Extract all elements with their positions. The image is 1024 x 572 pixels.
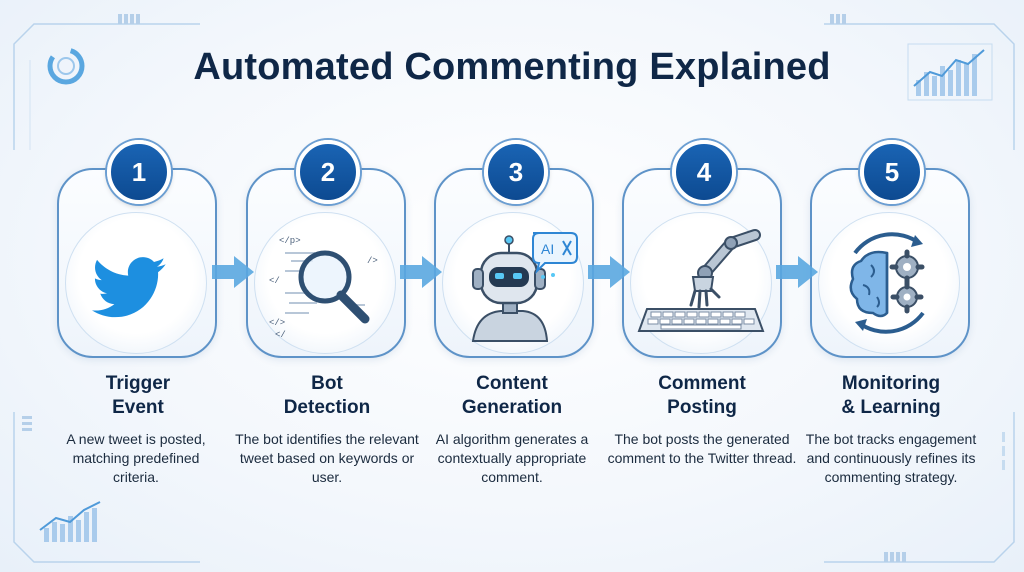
step-description-2: The bot identifies the relevant tweet ba… xyxy=(235,431,419,485)
step-icon-circle-2: </p> </ /> </> </ xyxy=(254,212,396,354)
twitter-bird-icon xyxy=(91,257,166,318)
robot-arm-keyboard-icon xyxy=(637,229,765,332)
robot-ai-icon: AI xyxy=(471,232,578,342)
decor-bottom-right-circuit xyxy=(824,412,1015,563)
step-description-4: The bot posts the generated comment to t… xyxy=(607,431,797,466)
magnifier-code-icon: </p> </ /> </> </ xyxy=(269,236,378,340)
step-icon-circle-3: AI xyxy=(442,212,584,354)
decor-bottom-left-chart xyxy=(13,412,200,563)
decor-top-left-circuit xyxy=(13,14,200,150)
decor-top-right-chart xyxy=(824,14,1015,150)
arrow-right-icon xyxy=(212,256,254,288)
arrow-right-icon xyxy=(776,256,818,288)
code-tag-text: </> xyxy=(269,318,285,328)
step-description-5: The bot tracks engagement and continuous… xyxy=(805,431,977,485)
page-title: Automated Commenting Explained xyxy=(193,46,831,88)
code-tag-text: </p> xyxy=(279,236,301,246)
step-icon-circle-1 xyxy=(65,212,207,354)
brain-gears-icon xyxy=(849,232,925,334)
step-title-5: Monitoring& Learning xyxy=(841,373,941,418)
step-icon-circle-5 xyxy=(818,212,960,354)
step-number-badge-4: 4 xyxy=(672,140,736,204)
ai-bubble-text: AI xyxy=(541,241,554,257)
step-number-badge-3: 3 xyxy=(484,140,548,204)
code-tag-text: </ xyxy=(269,276,280,286)
step-icon-circle-4 xyxy=(630,212,772,354)
step-number-badge-5: 5 xyxy=(860,140,924,204)
arrow-right-icon xyxy=(588,256,630,288)
step-description-1: A new tweet is posted, matching predefin… xyxy=(66,431,206,485)
code-tag-text: </ xyxy=(275,330,286,340)
step-number-badge-1: 1 xyxy=(107,140,171,204)
arrow-right-icon xyxy=(400,256,442,288)
step-number-badge-2: 2 xyxy=(296,140,360,204)
code-tag-text: /> xyxy=(367,256,378,266)
step-description-3: AI algorithm generates a contextually ap… xyxy=(435,431,589,485)
